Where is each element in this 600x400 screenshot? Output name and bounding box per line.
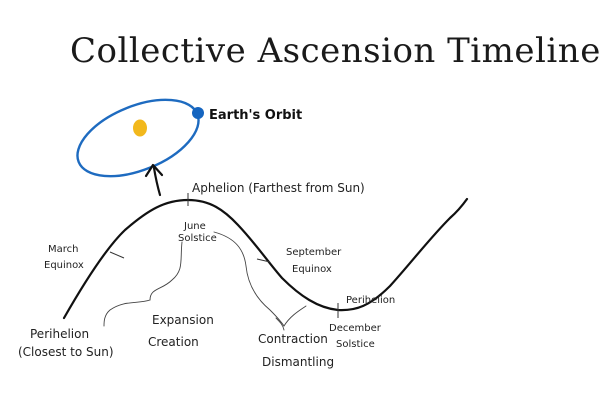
orbit-label: Earth's Orbit	[209, 108, 302, 123]
september-equinox-tick	[256, 258, 271, 263]
orbit-ellipse	[76, 98, 200, 178]
contraction-line-2: Dismantling	[262, 355, 334, 369]
contraction-connector-right	[283, 305, 307, 327]
orbit-diagram: Earth's Orbit	[76, 98, 302, 178]
september-equinox-line-2: Equinox	[292, 264, 332, 275]
expansion-line-1: Expansion	[152, 313, 214, 327]
expansion-creation-annotation: Expansion Creation	[103, 241, 214, 349]
expansion-connector	[149, 241, 183, 301]
march-equinox-line-2: Equinox	[44, 260, 84, 271]
march-equinox-label: March Equinox	[44, 244, 84, 271]
june-solstice-line-1: June	[183, 221, 206, 232]
contraction-dismantling-annotation: Contraction Dismantling	[213, 231, 334, 369]
perihelion-right-label: Perihelion	[346, 295, 395, 306]
september-equinox-label: September Equinox	[286, 247, 342, 275]
expansion-connector-left	[103, 299, 151, 327]
earth-icon	[192, 107, 204, 119]
arrow-to-orbit	[144, 163, 164, 197]
march-equinox-tick	[109, 251, 125, 259]
perihelion-left-line-2: (Closest to Sun)	[18, 345, 114, 359]
contraction-connector-left	[213, 231, 285, 327]
december-solstice-line-2: Solstice	[336, 339, 375, 350]
timeline-curve	[62, 197, 469, 320]
december-solstice-label: December Solstice	[329, 323, 382, 350]
december-solstice-line-1: December	[329, 323, 382, 334]
sun-icon	[133, 119, 147, 137]
perihelion-left-line-1: Perihelion	[30, 327, 89, 341]
aphelion-label: Aphelion (Farthest from Sun)	[192, 181, 365, 195]
march-equinox-line-1: March	[48, 244, 78, 255]
june-solstice-line-2: Solstice	[178, 233, 217, 244]
contraction-line-1: Contraction	[258, 332, 328, 346]
arrow-head	[144, 163, 164, 178]
contraction-connector-tick	[275, 317, 285, 331]
september-equinox-line-1: September	[286, 247, 342, 258]
perihelion-left-label: Perihelion (Closest to Sun)	[18, 327, 114, 359]
diagram-title: Collective Ascension Timeline	[70, 31, 600, 71]
expansion-line-2: Creation	[148, 335, 199, 349]
arrow-shaft	[152, 166, 162, 197]
june-solstice-label: June Solstice	[178, 221, 217, 244]
